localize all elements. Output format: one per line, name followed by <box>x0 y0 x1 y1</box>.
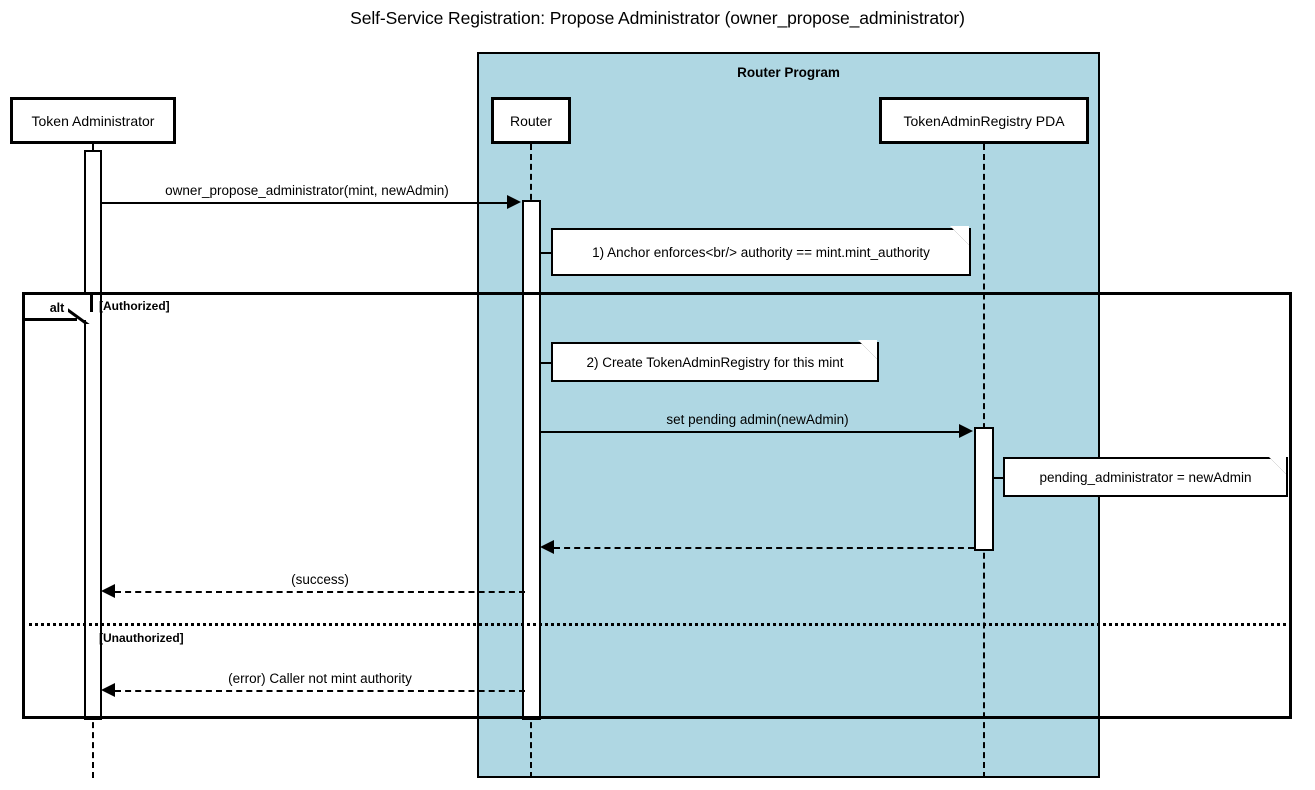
activation-bar-router <box>522 200 541 720</box>
arrowhead-left-icon <box>101 584 115 598</box>
note-create-registry: 2) Create TokenAdminRegistry for this mi… <box>551 340 879 382</box>
alt-tab-shape <box>25 295 93 320</box>
activation-bar-token-admin-registry-pda <box>974 427 994 551</box>
message-line-success <box>115 591 525 593</box>
note-fold-corner-icon <box>1267 455 1288 476</box>
note-anchor-enforces: 1) Anchor enforces<br/> authority == min… <box>551 226 971 276</box>
note-stem-anchor-enforces <box>541 252 552 254</box>
message-line-error <box>115 690 525 692</box>
alt-tab-right-stroke <box>90 295 93 312</box>
alt-branch-guard-unauthorized: [Unauthorized] <box>99 631 184 645</box>
participant-token-administrator[interactable]: Token Administrator <box>10 97 176 144</box>
note-pending-administrator: pending_administrator = newAdmin <box>1003 455 1288 497</box>
alt-branch-divider <box>22 623 1292 626</box>
participant-token-admin-registry-pda[interactable]: TokenAdminRegistry PDA <box>879 97 1089 144</box>
arrowhead-right-icon <box>507 195 521 209</box>
alt-fragment-operator-tab: alt <box>25 295 93 320</box>
participant-router[interactable]: Router <box>491 97 571 144</box>
arrowhead-left-icon <box>540 540 554 554</box>
alt-fragment-frame <box>22 292 1292 719</box>
group-box-router-program-label: Router Program <box>737 65 840 80</box>
participant-token-admin-registry-pda-label: TokenAdminRegistry PDA <box>903 112 1065 129</box>
alt-tab-bottom-stroke <box>25 318 77 321</box>
note-anchor-enforces-text: 1) Anchor enforces<br/> authority == min… <box>592 244 930 260</box>
note-fold-corner-icon <box>858 340 879 361</box>
alt-branch-guard-authorized: [Authorized] <box>99 299 170 313</box>
note-pending-administrator-text: pending_administrator = newAdmin <box>1039 469 1252 485</box>
participant-router-label: Router <box>509 112 553 129</box>
message-label-owner-propose-administrator: owner_propose_administrator(mint, newAdm… <box>165 183 449 198</box>
note-fold-corner-icon <box>950 226 971 247</box>
arrowhead-right-icon <box>959 424 973 438</box>
note-create-registry-text: 2) Create TokenAdminRegistry for this mi… <box>586 354 844 370</box>
message-line-pda-return <box>554 547 974 549</box>
message-label-success: (success) <box>291 572 349 587</box>
note-stem-pending-administrator <box>994 477 1005 479</box>
message-line-owner-propose-administrator <box>101 202 508 204</box>
participant-token-administrator-label: Token Administrator <box>31 112 155 129</box>
note-stem-create-registry <box>541 362 552 364</box>
diagram-title: Self-Service Registration: Propose Admin… <box>350 8 965 28</box>
arrowhead-left-icon <box>101 683 115 697</box>
message-line-set-pending-admin <box>541 431 960 433</box>
message-label-set-pending-admin: set pending admin(newAdmin) <box>666 412 849 427</box>
alt-fragment-operator-label: alt <box>49 300 65 315</box>
message-label-error: (error) Caller not mint authority <box>228 671 412 686</box>
group-box-router-program <box>477 52 1100 778</box>
